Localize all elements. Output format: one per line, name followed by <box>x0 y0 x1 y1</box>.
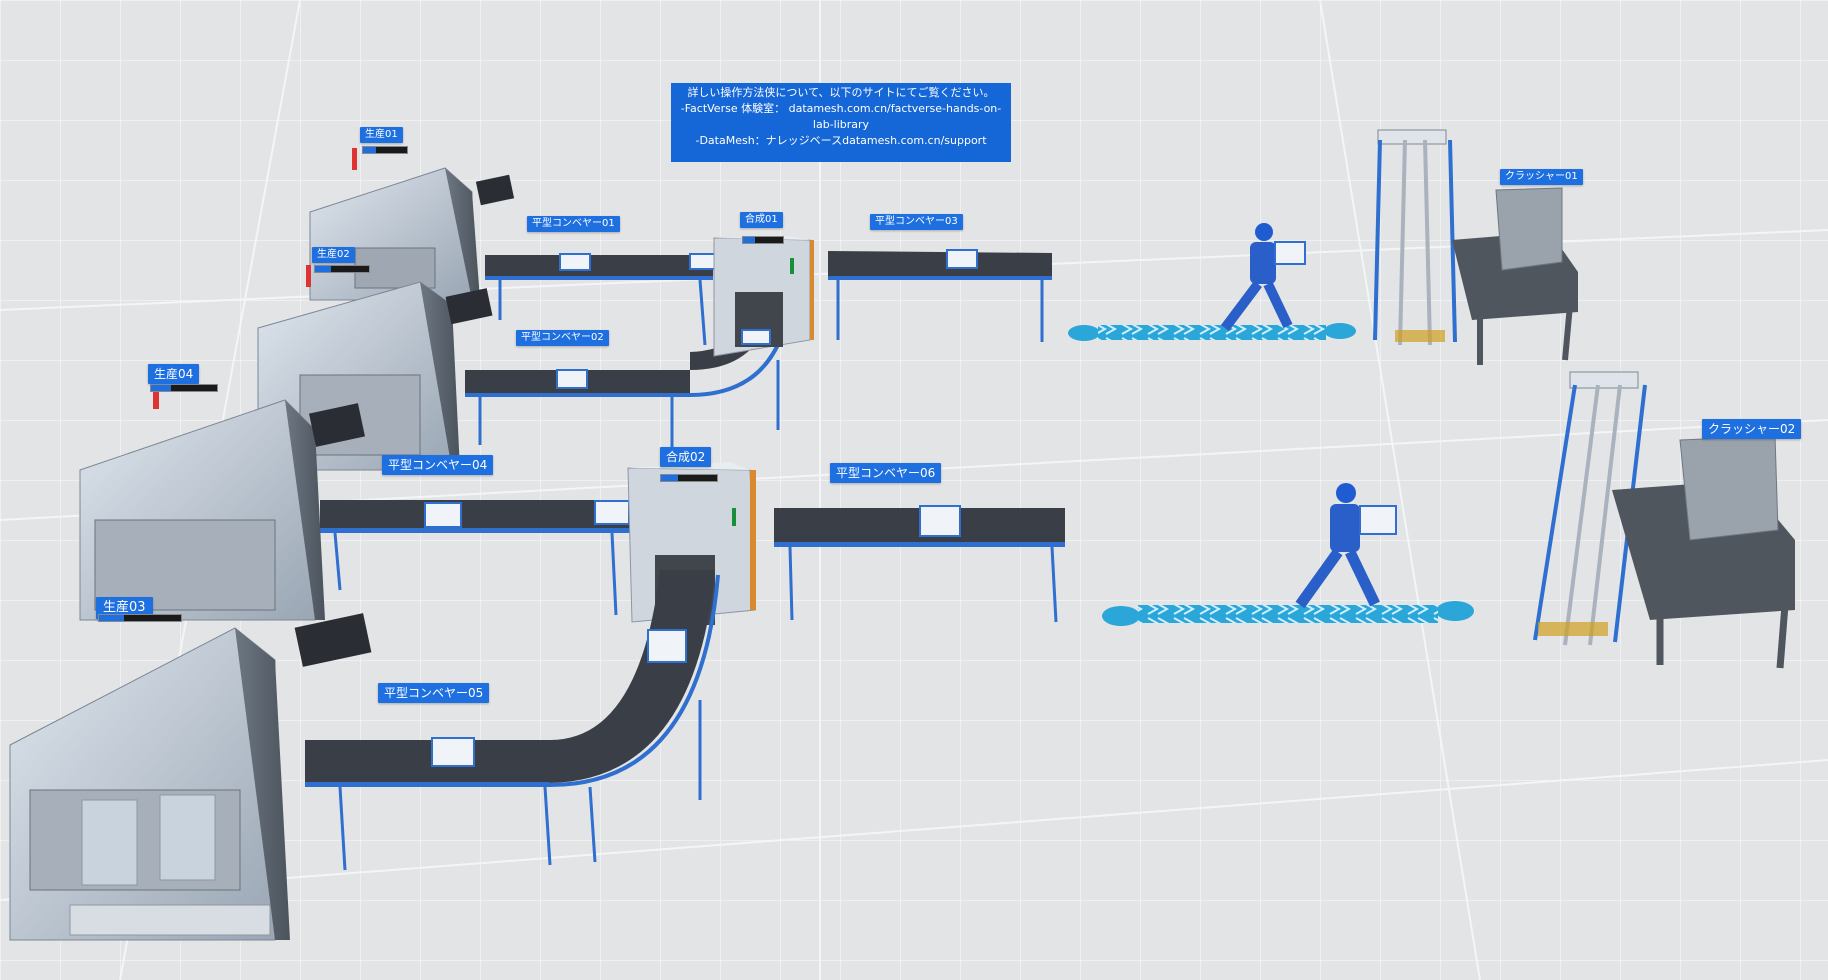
progress-production-04 <box>150 384 218 392</box>
crusher-02-machine <box>1612 435 1795 669</box>
progress-production-03 <box>98 614 182 622</box>
label-conveyor-02[interactable]: 平型コンベヤー02 <box>516 330 609 346</box>
conveyor-04 <box>320 500 630 616</box>
label-conveyor-04[interactable]: 平型コンベヤー04 <box>382 455 494 475</box>
info-line-3[interactable]: lab-library <box>812 118 870 131</box>
conveyor-03 <box>828 249 1052 342</box>
synthesis-01-machine <box>713 236 814 357</box>
worker-path-01 <box>1068 323 1356 341</box>
label-production-04[interactable]: 生産04 <box>148 364 200 384</box>
worker-01 <box>1221 223 1306 331</box>
worker-02 <box>1295 483 1397 609</box>
crusher-02-tower <box>1533 371 1647 646</box>
label-conveyor-03[interactable]: 平型コンベヤー03 <box>870 214 963 230</box>
conveyor-05 <box>305 570 720 871</box>
production-02-machine <box>257 265 493 471</box>
info-line-4[interactable]: -DataMesh：ナレッジベースdatamesh.com.cn/support <box>695 134 987 147</box>
label-synthesis-01[interactable]: 合成01 <box>740 212 783 228</box>
crusher-01-machine <box>1452 187 1578 365</box>
label-production-02[interactable]: 生産02 <box>312 247 355 263</box>
label-conveyor-05[interactable]: 平型コンベヤー05 <box>378 683 490 703</box>
progress-synthesis-02 <box>660 474 718 482</box>
label-production-03[interactable]: 生産03 <box>96 597 153 619</box>
production-04-machine <box>79 383 365 621</box>
production-03-machine <box>9 613 372 941</box>
info-line-1: 詳しい操作方法侠について、以下のサイトにてご覧ください。 <box>687 86 995 99</box>
info-line-2[interactable]: -FactVerse 体験室： datamesh.com.cn/factvers… <box>680 102 1002 115</box>
label-synthesis-02[interactable]: 合成02 <box>660 447 712 467</box>
progress-production-01 <box>362 146 408 154</box>
label-conveyor-01[interactable]: 平型コンベヤー01 <box>527 216 620 232</box>
label-crusher-01[interactable]: クラッシャー01 <box>1500 169 1583 185</box>
worker-path-02 <box>1102 601 1474 626</box>
progress-production-02 <box>314 265 370 273</box>
progress-synthesis-01 <box>742 236 784 244</box>
label-conveyor-06[interactable]: 平型コンベヤー06 <box>830 463 942 483</box>
conveyor-01 <box>485 253 717 346</box>
label-production-01[interactable]: 生産01 <box>360 127 403 143</box>
info-panel: 詳しい操作方法侠について、以下のサイトにてご覧ください。 -FactVerse … <box>671 83 1011 162</box>
label-crusher-02[interactable]: クラッシャー02 <box>1702 419 1802 439</box>
conveyor-06 <box>774 505 1065 623</box>
